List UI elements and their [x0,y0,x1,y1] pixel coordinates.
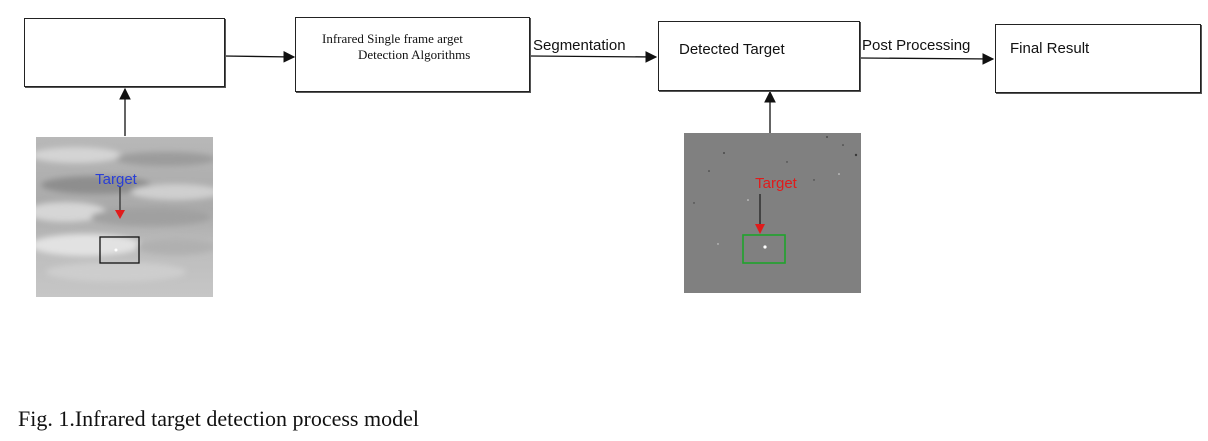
detected-pointer-arrowhead [755,224,765,234]
post-processing-label: Post Processing [862,37,971,54]
infrared-input-image: Target [36,137,213,297]
final-result-box: Final Result [995,24,1201,93]
target-pointer-arrowhead [115,210,125,219]
detection-box-line1: Infrared Single frame arget [322,31,463,46]
input-box [24,18,225,87]
detected-target-point [763,245,767,249]
target-region-box [99,236,140,264]
segmentation-label: Segmentation [533,37,626,54]
detected-output-image: Target [684,133,861,293]
detection-box-line2: Detection Algorithms [358,47,471,62]
target-point [114,248,118,252]
final-result-label: Final Result [1010,40,1090,57]
arrow-post-processing [860,53,995,65]
input-target-label: Target [95,171,138,188]
detected-target-box: Detected Target [658,21,860,91]
arrow-input-to-detection [223,51,296,63]
detection-algorithm-box: Infrared Single frame arget Detection Al… [295,17,530,92]
output-target-label: Target [755,175,798,192]
figure-caption: Fig. 1.Infrared target detection process… [18,406,419,431]
detected-target-label: Detected Target [679,41,785,58]
detected-target-region-box [742,234,786,264]
arrow-segmentation [529,51,658,63]
